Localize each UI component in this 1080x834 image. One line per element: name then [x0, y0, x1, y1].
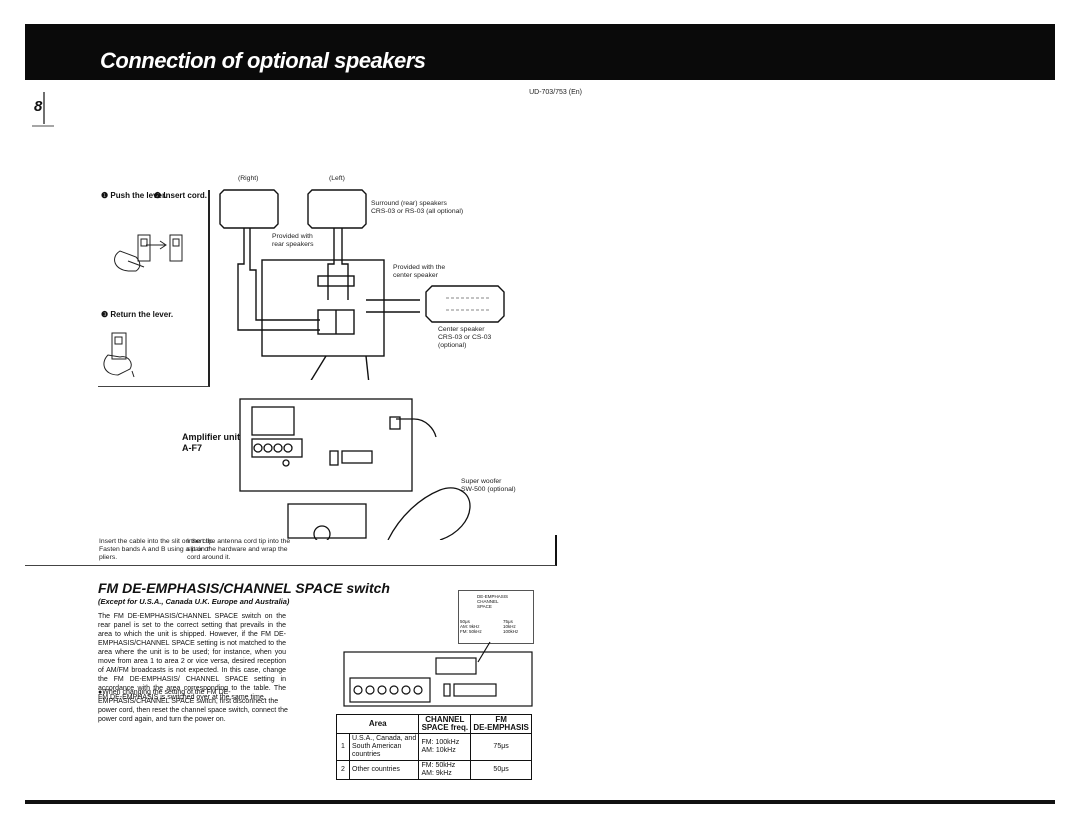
table-row: 1 U.S.A., Canada, and South American cou…	[336, 733, 532, 761]
channel-space-table: Area CHANNEL SPACE freq. FM DE-EMPHASIS …	[335, 714, 532, 780]
super-woofer-label: Super woofer SW-500 (optional)	[461, 478, 516, 493]
rear-panel-illustration	[343, 641, 533, 707]
switch-right-setting: 75μs 10kHz 100kHz	[503, 619, 519, 634]
section-title: FM DE-EMPHASIS/CHANNEL SPACE switch	[98, 580, 390, 596]
switch-left-setting: 50μs AM: 9kHz FM: 50kHz	[460, 619, 482, 634]
table-cell: FM: 50kHz AM: 9kHz	[418, 760, 472, 780]
table-header-fm: FM DE-EMPHASIS	[470, 714, 532, 734]
table-header-row: Area CHANNEL SPACE freq. FM DE-EMPHASIS	[335, 714, 532, 734]
page-title: Connection of optional speakers	[100, 48, 426, 73]
super-woofer-illustration	[287, 487, 471, 540]
header-bar	[25, 24, 1055, 80]
table-header-channel: CHANNEL SPACE freq.	[418, 714, 472, 734]
table-cell: 1	[336, 733, 350, 761]
amplifier-unit	[239, 398, 437, 492]
center-speaker-label: Center speaker CRS-03 or CS-03 (optional…	[438, 326, 492, 349]
table-cell: 2	[336, 760, 350, 780]
page-number: 8	[34, 98, 43, 115]
table-row: 2 Other countries FM: 50kHz AM: 9kHz 50μ…	[336, 760, 532, 780]
bottom-rule	[25, 800, 1055, 804]
switch-panel-title: DE-EMPHASIS CHANNEL SPACE	[477, 594, 509, 609]
step-push-lever: ❶ Push the lever.	[101, 191, 167, 200]
section-note: ●When changing the setting of the FM DE-…	[98, 689, 288, 723]
document-code: UD-703/753 (En)	[529, 89, 582, 96]
section-subtitle: (Except for U.S.A., Canada U.K. Europe a…	[98, 597, 290, 606]
left-speaker-label: (Left)	[329, 175, 345, 182]
hand-illustrations	[103, 234, 183, 378]
table-cell: 75μs	[470, 733, 532, 761]
provided-center-label: Provided with the center speaker	[393, 264, 446, 279]
antenna-caption: Insert the antenna cord tip into the sli…	[187, 538, 291, 561]
caption-strip	[25, 535, 557, 566]
section-body: The FM DE-EMPHASIS/CHANNEL SPACE switch …	[98, 613, 286, 701]
table-header-area: Area	[335, 714, 420, 734]
right-speaker-label: (Right)	[238, 175, 259, 182]
step-return-lever: ❸ Return the lever.	[101, 310, 174, 319]
speaker-wiring-diagram	[219, 189, 505, 380]
amplifier-label: Amplifier unit A-F7	[182, 432, 240, 453]
table-cell: FM: 100kHz AM: 10kHz	[418, 733, 472, 761]
provided-rear-label: Provided with rear speakers	[272, 233, 314, 248]
table-cell: Other countries	[348, 760, 420, 780]
switch-panel	[458, 590, 534, 644]
page-number-bracket	[32, 92, 54, 127]
table-cell: 50μs	[470, 760, 532, 780]
surround-speakers-label: Surround (rear) speakers CRS-03 or RS-03…	[371, 200, 464, 215]
table-cell: U.S.A., Canada, and South American count…	[348, 733, 420, 761]
clip-caption: Insert the cable into the slit on the cl…	[99, 538, 215, 561]
step-insert-cord: ❷ Insert cord.	[154, 191, 207, 200]
instruction-box	[98, 190, 210, 387]
